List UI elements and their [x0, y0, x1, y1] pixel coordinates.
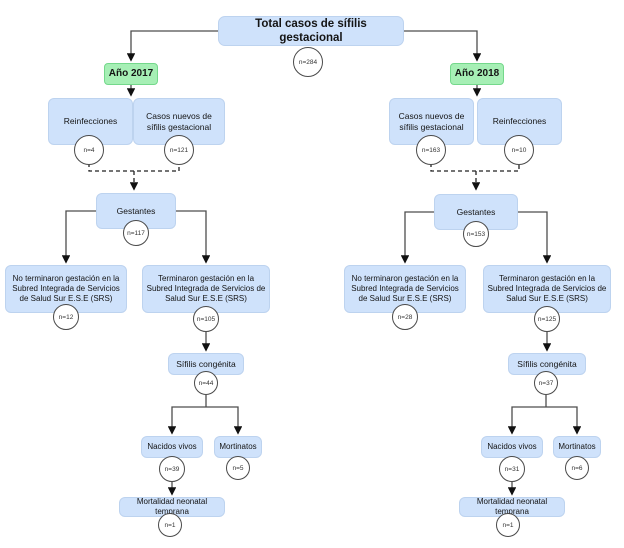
node-label: Terminaron gestación en la Subred Integr…	[146, 274, 266, 303]
node-nacidos-vivos-2018: Nacidos vivos	[481, 436, 543, 458]
node-label: Mortinatos	[219, 442, 257, 451]
node-label: Año 2018	[454, 67, 500, 79]
node-label: No terminaron gestación en la Subred Int…	[12, 274, 120, 303]
node-label: Nacidos vivos	[487, 442, 537, 451]
node-label: No terminaron gestación en la Subred Int…	[351, 274, 459, 303]
connector-arrow	[176, 210, 211, 264]
connector-arrow	[518, 211, 552, 264]
node-label: Casos nuevos de sífilis gestacional	[146, 110, 212, 132]
node-nacidos-vivos-2017: Nacidos vivos	[141, 436, 203, 458]
connector-arrow	[126, 30, 218, 62]
node-label: Mortalidad neonatal temprana	[136, 497, 208, 516]
node-label: Total casos de sífilis gestacional	[255, 17, 367, 44]
node-mortinatos-2018: Mortinatos	[553, 436, 601, 458]
count-label: n=153	[466, 230, 486, 238]
node-terminaron-2017: Terminaron gestación en la Subred Integr…	[142, 265, 270, 313]
count-casos-nuevos-2018: n=163	[416, 135, 446, 165]
connector-arrow	[167, 406, 206, 435]
count-label: n=4	[83, 146, 95, 154]
node-terminaron-2018: Terminaron gestación en la Subred Integr…	[483, 265, 611, 313]
count-label: n=284	[298, 58, 318, 66]
count-label: n=117	[127, 229, 145, 237]
count-label: n=10	[511, 146, 527, 154]
connector-arrow	[61, 210, 96, 264]
count-mortinatos-2017: n=5	[226, 456, 250, 480]
count-label: n=37	[538, 379, 554, 387]
count-reinfecciones-2018: n=10	[504, 135, 534, 165]
count-gestantes-2017: n=117	[123, 220, 149, 246]
count-label: n=5	[232, 464, 244, 472]
count-label: n=1	[164, 521, 176, 529]
node-label: Mortalidad neonatal temprana	[476, 497, 548, 516]
count-nacidos-vivos-2017: n=39	[159, 456, 185, 482]
count-mortinatos-2018: n=6	[565, 456, 589, 480]
count-sifilis-congenita-2017: n=44	[194, 371, 218, 395]
node-label: Año 2017	[108, 67, 154, 79]
node-casos-nuevos-2018: Casos nuevos de sífilis gestacional	[389, 98, 474, 145]
count-terminaron-2017: n=105	[193, 306, 219, 332]
connector-arrow	[404, 30, 482, 62]
count-label: n=28	[397, 313, 413, 321]
node-year-2017: Año 2017	[104, 63, 158, 85]
count-casos-nuevos-2017: n=121	[164, 135, 194, 165]
node-label: Gestantes	[456, 206, 496, 217]
node-label: Gestantes	[116, 205, 156, 216]
count-mortalidad-neonatal-2017: n=1	[158, 513, 182, 537]
count-label: n=1	[502, 521, 514, 529]
node-no-terminaron-2017: No terminaron gestación en la Subred Int…	[5, 265, 127, 313]
connector-dashed	[430, 163, 520, 172]
connector-arrow	[507, 406, 546, 435]
connector-arrow	[546, 406, 582, 435]
count-gestantes-2018: n=153	[463, 221, 489, 247]
node-label: Mortinatos	[558, 442, 596, 451]
count-terminaron-2018: n=125	[534, 306, 560, 332]
count-reinfecciones-2017: n=4	[74, 135, 104, 165]
count-label: n=163	[421, 146, 441, 154]
node-label: Sífilis congénita	[517, 358, 577, 369]
count-label: n=12	[58, 313, 74, 321]
count-label: n=31	[504, 465, 520, 473]
count-mortalidad-neonatal-2018: n=1	[496, 513, 520, 537]
node-label: Casos nuevos de sífilis gestacional	[398, 110, 465, 132]
node-label: Reinfecciones	[492, 116, 547, 127]
count-label: n=125	[537, 315, 557, 323]
connector-dashed	[88, 163, 180, 172]
count-total: n=284	[293, 47, 323, 77]
node-total-casos: Total casos de sífilis gestacional	[218, 16, 404, 46]
count-label: n=44	[198, 379, 214, 387]
node-label: Nacidos vivos	[147, 442, 197, 451]
count-nacidos-vivos-2018: n=31	[499, 456, 525, 482]
node-label: Sífilis congénita	[176, 358, 236, 369]
node-label: Terminaron gestación en la Subred Integr…	[487, 274, 607, 303]
count-sifilis-congenita-2018: n=37	[534, 371, 558, 395]
count-label: n=39	[164, 465, 180, 473]
count-label: n=6	[571, 464, 583, 472]
node-year-2018: Año 2018	[450, 63, 504, 85]
count-no-terminaron-2017: n=12	[53, 304, 79, 330]
node-mortinatos-2017: Mortinatos	[214, 436, 262, 458]
count-label: n=105	[196, 315, 216, 323]
count-label: n=121	[169, 146, 189, 154]
connector-arrow	[206, 406, 243, 435]
count-no-terminaron-2018: n=28	[392, 304, 418, 330]
connector-arrow	[400, 211, 434, 264]
node-label: Reinfecciones	[63, 116, 118, 127]
